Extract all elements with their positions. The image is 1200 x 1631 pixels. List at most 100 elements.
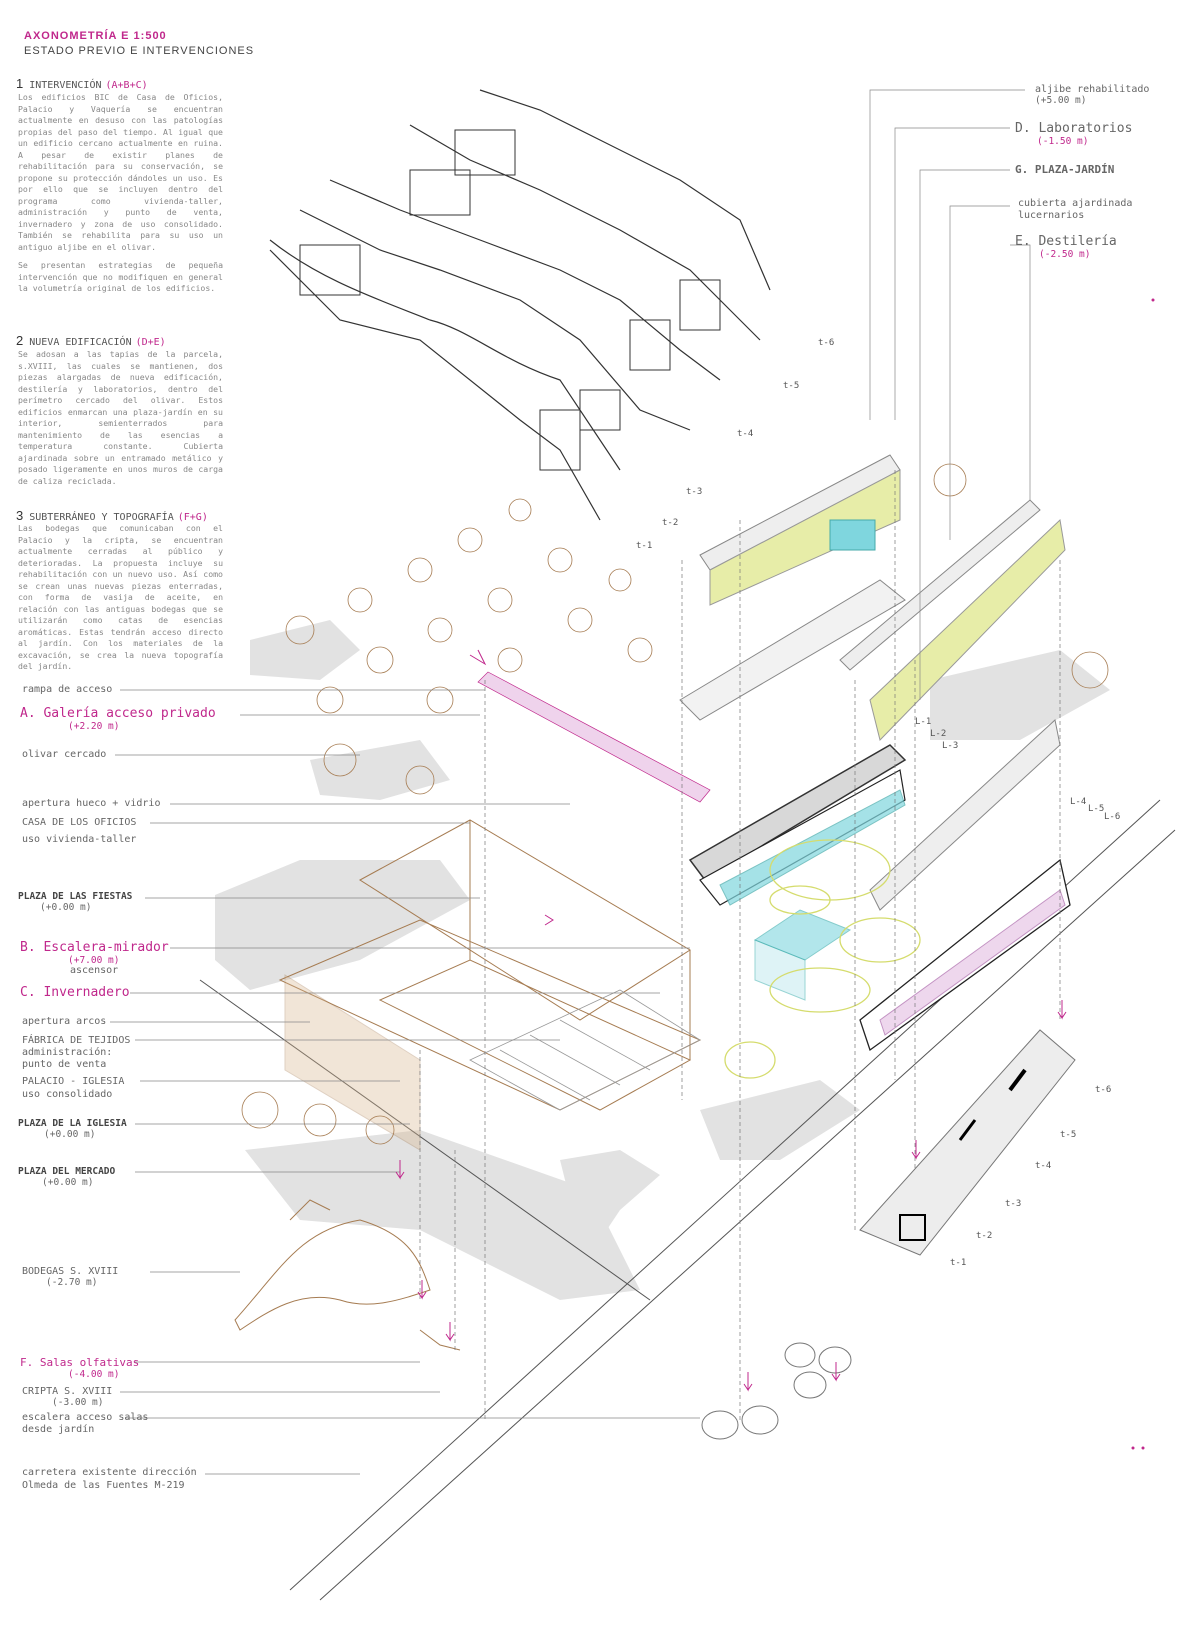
label-plaza-fiestas-name: PLAZA DE LAS FIESTAS [18,891,133,902]
label-fabrica-uso-2: punto de venta [22,1059,107,1070]
label-salas-name: F. Salas olfativas [20,1356,140,1369]
label-invernadero: C. Invernadero [20,985,130,1000]
label-aljibe: aljibe rehabilitado (+5.00 m) [1035,84,1149,106]
access-ramp [477,671,711,803]
projection-lines [419,470,1061,1420]
section-1-text: Los edificios BIC de Casa de Oficios, Pa… [18,92,223,302]
magenta-dot [1151,298,1155,302]
tick-top-t4: t-4 [737,429,754,439]
tick-level-l1: L-1 [915,717,932,727]
label-cripta-level: (-3.00 m) [52,1397,104,1408]
tick-bottom-t2: t-2 [976,1231,993,1241]
section-1-heading: INTERVENCIÓN [29,80,102,91]
label-escalera-acceso-1: escalera acceso salas [22,1412,149,1423]
label-laboratorios: D. Laboratorios (-1.50 m) [1015,121,1132,147]
label-palacio-iglesia: PALACIO - IGLESIA [22,1076,125,1087]
label-plaza-mercado-name: PLAZA DEL MERCADO [18,1166,116,1177]
section-3-text: Las bodegas que comunicaban con el Palac… [18,523,223,680]
section-1-paragraph: Los edificios BIC de Casa de Oficios, Pa… [18,92,223,252]
invernadero-volume [753,909,852,1001]
tick-bottom-t1: t-1 [950,1258,967,1268]
laboratorios-building [679,454,907,906]
label-escalera-level: (+7.00 m) [68,955,120,966]
label-cripta-name: CRIPTA S. XVIII [22,1386,113,1397]
access-arrows [395,649,1067,1392]
section-3-heading: SUBTERRÁNEO Y TOPOGRAFÍA [29,512,174,523]
label-escalera-mirador: B. Escalera-mirador (+7.00 m) [20,940,169,966]
section-1-paragraph: Se presentan estrategias de pequeña inte… [18,260,223,293]
label-destileria: E. Destilería (-2.50 m) [1015,234,1117,260]
section-strips-top [269,89,771,521]
label-carretera-1: carretera existente dirección [22,1467,197,1478]
label-apertura-arcos: apertura arcos [22,1016,107,1027]
label-fabrica-tejidos: FÁBRICA DE TEJIDOS [22,1035,131,1046]
label-palacio-uso: uso consolidado [22,1089,113,1100]
tick-top-t1: t-1 [636,541,653,551]
section-1-number: 1 [16,76,24,91]
tick-level-l6: L-6 [1104,812,1121,822]
label-casa-uso: uso vivienda-taller [22,834,137,845]
destileria-building [839,499,1071,1052]
label-plaza-iglesia: PLAZA DE LA IGLESIA (+0.00 m) [18,1118,127,1140]
tick-top-t6: t-6 [818,338,835,348]
section-2-code: (D+E) [135,337,166,348]
tick-level-l5: L-5 [1088,804,1105,814]
label-destileria-level: (-2.50 m) [1039,249,1091,260]
section-2-paragraph: Se adosan a las tapias de la parcela, s.… [18,349,223,486]
label-plaza-fiestas: PLAZA DE LAS FIESTAS (+0.00 m) [18,891,132,913]
label-escalera-acceso-2: desde jardín [22,1424,95,1435]
label-casa-oficios: CASA DE LOS OFICIOS [22,817,137,828]
tick-level-l4: L-4 [1070,797,1087,807]
label-plaza-jardin: G. PLAZA-JARDÍN [1015,163,1115,176]
section-3-code: (F+G) [177,512,208,523]
label-galeria-level: (+2.20 m) [68,721,120,732]
magenta-dot [1131,1446,1135,1450]
section-2-number: 2 [16,333,24,348]
label-bodegas-level: (-2.70 m) [46,1277,98,1288]
section-1-title: 1 INTERVENCIÓN(A+B+C) [16,76,148,91]
label-cripta: CRIPTA S. XVIII (-3.00 m) [22,1386,112,1408]
label-plaza-iglesia-name: PLAZA DE LA IGLESIA [18,1118,127,1129]
label-plaza-mercado-level: (+0.00 m) [42,1177,94,1188]
section-strip-bottom [859,1029,1076,1256]
label-aljibe-level: (+5.00 m) [1035,95,1087,106]
leader-lines-left [110,689,700,1475]
tick-level-l2: L-2 [930,729,947,739]
magenta-dot [1141,1446,1145,1450]
section-2-text: Se adosan a las tapias de la parcela, s.… [18,349,223,494]
label-plaza-mercado: PLAZA DEL MERCADO (+0.00 m) [18,1166,115,1188]
olfactive-rooms [701,1342,852,1440]
olive-trees [241,463,1109,1145]
section-2-title: 2 NUEVA EDIFICACIÓN(D+E) [16,333,166,348]
tick-bottom-t6: t-6 [1095,1085,1112,1095]
label-salas-level: (-4.00 m) [68,1369,120,1380]
central-courtyard [469,989,701,1111]
tick-level-l3: L-3 [942,741,959,751]
label-bodegas: BODEGAS S. XVIII (-2.70 m) [22,1266,118,1288]
section-3-paragraph: Las bodegas que comunicaban con el Palac… [18,523,223,671]
tick-bottom-t5: t-5 [1060,1130,1077,1140]
section-1-code: (A+B+C) [105,80,148,91]
label-aljibe-name: aljibe rehabilitado [1035,84,1150,95]
label-destileria-name: E. Destilería [1015,234,1117,249]
label-fabrica-uso-1: administración: [22,1047,113,1058]
label-apertura-hueco: apertura hueco + vidrio [22,798,161,809]
bodegas-underground [234,1199,461,1351]
label-escalera-name: B. Escalera-mirador [20,940,169,955]
label-cubierta-2: lucernarios [1018,210,1085,221]
tick-top-t5: t-5 [783,381,800,391]
label-ascensor: ascensor [70,965,119,976]
label-olivar-cercado: olivar cercado [22,749,107,760]
label-plaza-fiestas-level: (+0.00 m) [40,902,92,913]
label-laboratorios-level: (-1.50 m) [1037,136,1089,147]
label-galeria-name: A. Galería acceso privado [20,706,216,721]
label-plaza-iglesia-level: (+0.00 m) [44,1129,96,1140]
drawing-subtitle: ESTADO PREVIO E INTERVENCIONES [24,45,255,57]
leader-lines-right [869,89,1031,700]
drawing-title: AXONOMETRÍA E 1:500 [24,30,167,42]
section-3-number: 3 [16,508,24,523]
label-bodegas-name: BODEGAS S. XVIII [22,1266,119,1277]
tick-top-t3: t-3 [686,487,703,497]
section-2-heading: NUEVA EDIFICACIÓN [29,337,132,348]
